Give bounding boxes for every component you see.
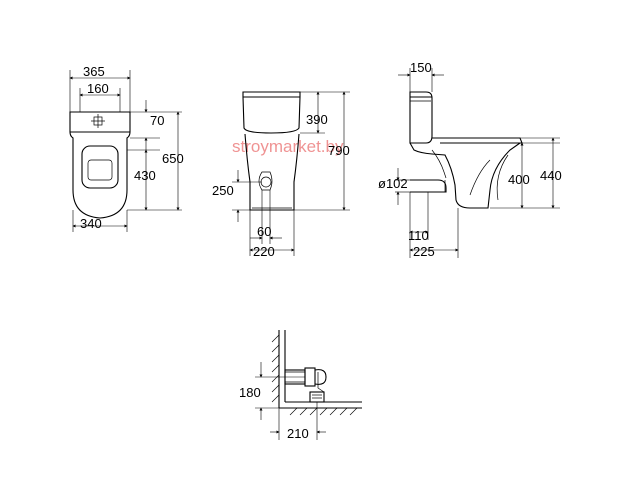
dim-70-label: 70 [150,113,164,128]
dim-180-label: 180 [239,385,261,400]
dim-650-label: 650 [162,151,184,166]
top-view: 365 160 70 430 650 340 [69,64,184,232]
dim-diameter-label: ø102 [378,176,408,191]
seat-outline [81,145,119,189]
floor-hatching [289,407,358,416]
flush-button-icon [91,114,105,128]
dim-440-label: 440 [540,168,562,183]
dim-110-label: 110 [408,228,429,243]
wall-hatching [271,334,280,403]
top-view-outline [69,111,131,219]
front-view: 390 790 250 60 220 [212,91,350,259]
dim-160-label: 160 [87,81,109,96]
dim-220-label: 220 [253,244,275,259]
dim-400-label: 400 [508,172,530,187]
dim-790-label: 790 [328,143,350,158]
watermark-text: stroymarket.by [232,137,344,156]
side-view: 150 ø102 400 440 110 225 [378,60,562,259]
dim-365-label: 365 [83,64,105,79]
dim-390-label: 390 [306,112,328,127]
installation-detail: 180 210 [239,330,362,441]
side-tank-outline [409,91,433,144]
dim-340-label: 340 [80,216,102,231]
bowl-outline [244,133,300,211]
dim-250-label: 250 [212,183,234,198]
tank-outline [242,91,301,134]
dim-150-label: 150 [410,60,432,75]
pipe-fitting [284,367,327,403]
dim-225-label: 225 [413,244,435,259]
dim-60-label: 60 [257,224,271,239]
dim-210-label: 210 [287,426,309,441]
dim-430-label: 430 [134,168,156,183]
side-bowl-outline [409,142,521,209]
